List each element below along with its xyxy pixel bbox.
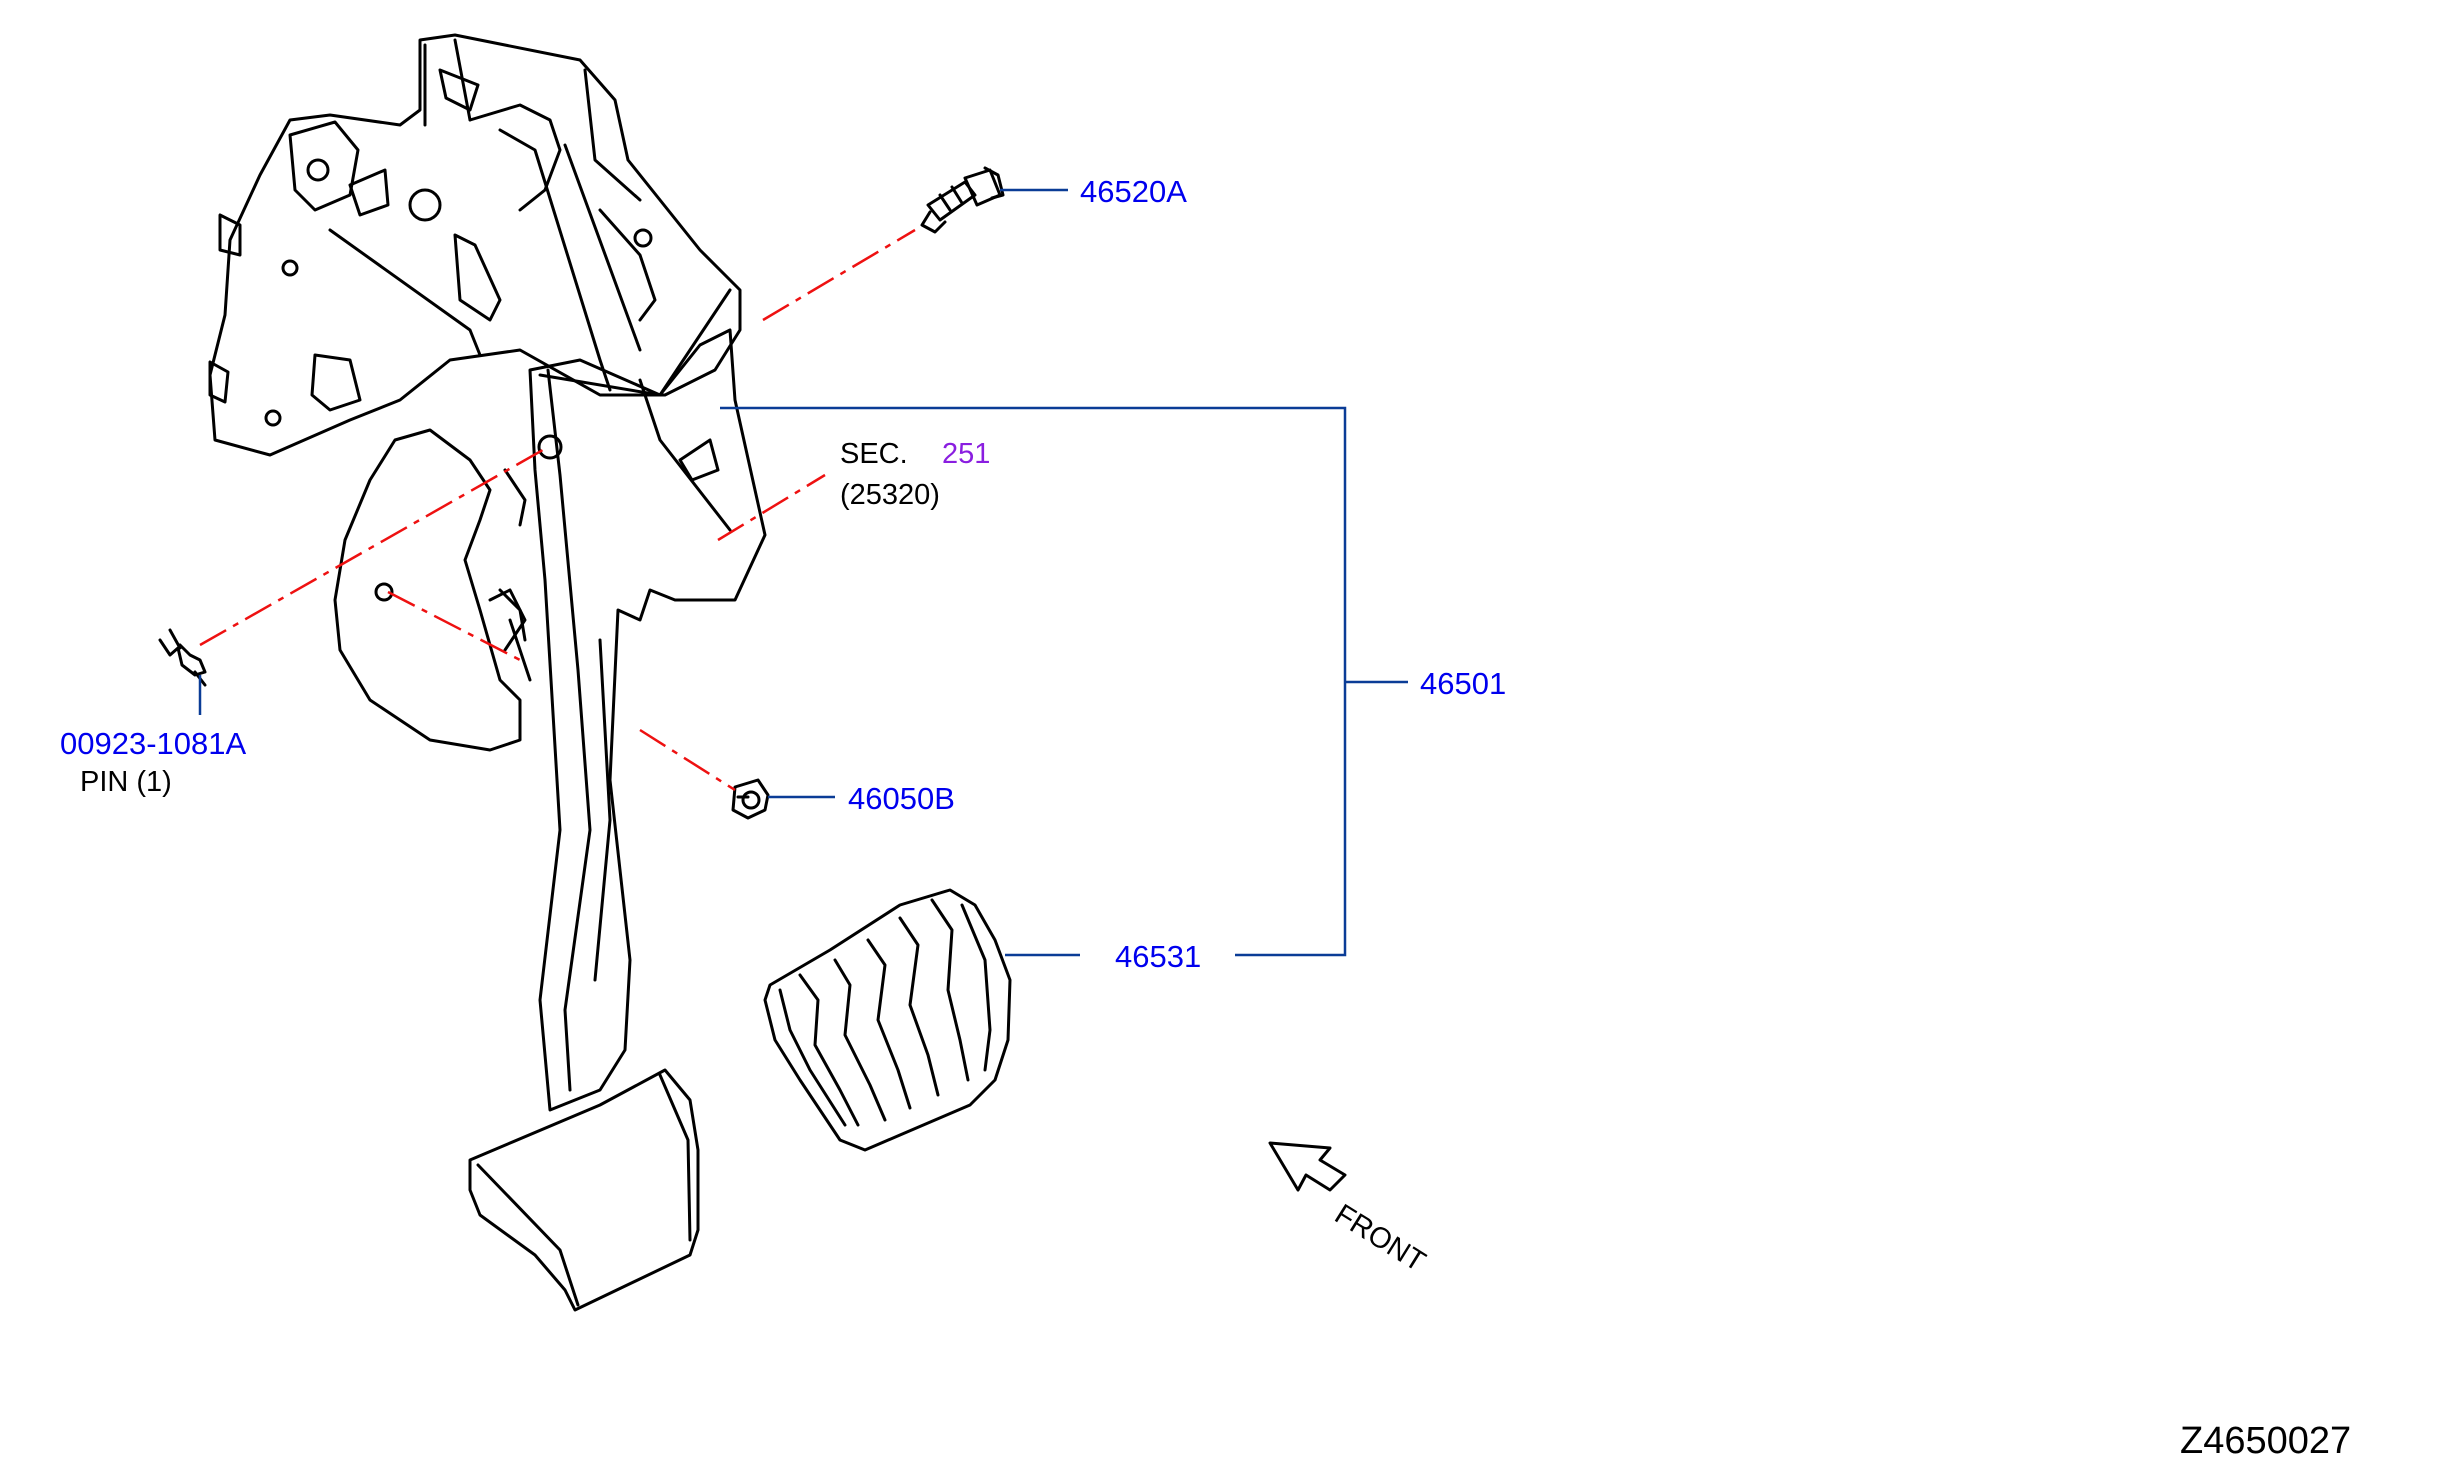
callout-46520a: 46520A bbox=[1080, 174, 1187, 209]
callout-46050b: 46050B bbox=[848, 781, 955, 816]
pedal-arm bbox=[468, 328, 767, 1312]
drawing-code: Z4650027 bbox=[2180, 1420, 2352, 1462]
pin-clip bbox=[158, 628, 207, 687]
callout-leaders bbox=[198, 188, 1408, 957]
centerlines bbox=[199, 228, 916, 792]
pedal-pad-46531 bbox=[763, 888, 1012, 1152]
pin-description: PIN (1) bbox=[80, 766, 172, 798]
callout-46531: 46531 bbox=[1115, 939, 1202, 974]
callout-00923-1081a: 00923-1081A bbox=[60, 726, 247, 761]
callout-46501: 46501 bbox=[1420, 666, 1507, 701]
pedal-bracket bbox=[208, 33, 742, 457]
section-prefix: SEC. bbox=[840, 438, 908, 470]
arrow-front-icon bbox=[1268, 1141, 1347, 1192]
nut-46050b bbox=[731, 778, 770, 820]
section-number: 251 bbox=[942, 438, 991, 470]
bolt-46520a bbox=[920, 166, 1005, 234]
section-subref: (25320) bbox=[840, 479, 940, 511]
support-plate bbox=[333, 428, 532, 752]
